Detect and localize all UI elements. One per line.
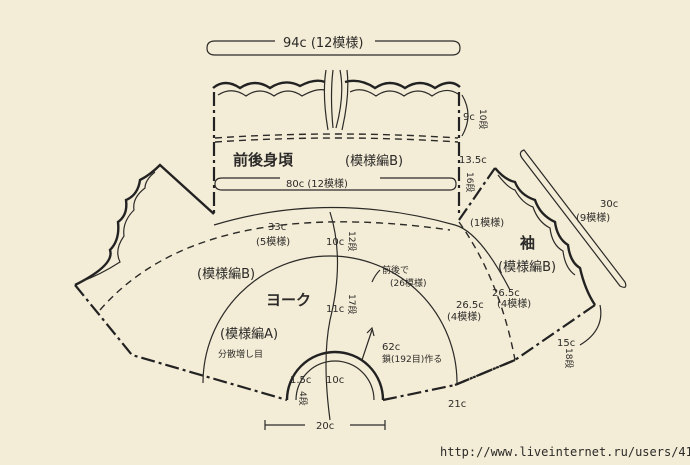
dimension-label: 16段 [464, 172, 476, 192]
yoke-piece: 33c (5模様) 10c 12段 (模様編B) ヨーク 11c 17段 (模様… [99, 206, 516, 432]
dimension-label: (5模様) [256, 235, 290, 248]
right-sleeve-piece: 30c (9模様) (1模様) 袖 (模様編B) 26.5c (4模様) 26.… [447, 149, 627, 387]
dimension-label: (9模様) [576, 211, 610, 224]
dimension-label: 9c [463, 112, 475, 123]
dimension-label: 袖 [520, 234, 535, 252]
dimension-label: 4段 [297, 391, 309, 406]
dimension-label: ヨーク [266, 291, 311, 309]
dimension-label: 前後身頃 [233, 151, 294, 169]
dimension-label: (1模様) [470, 216, 504, 229]
dimension-label: (26模様) [390, 277, 426, 289]
dimension-label: (模様編B) [197, 266, 255, 282]
dimension-label: 80c (12模様) [286, 177, 348, 190]
dimension-label: 1.5c [290, 375, 311, 386]
dimension-label: 15c [557, 338, 575, 349]
dimension-label: 30c [600, 199, 618, 210]
dimension-label: 18段 [563, 348, 575, 368]
dimension-label: 21c [448, 399, 466, 410]
dimension-label: 11c [326, 304, 344, 315]
dimension-label: 26.5c [456, 300, 484, 311]
dimension-label: 前後で [382, 264, 409, 276]
dimension-label: 分散増し目 [218, 348, 263, 360]
body-piece: 前後身頃 (模様編B) 80c (12模様) 9c 10段 13.5c 16段 [212, 69, 489, 215]
dimension-label: (模様編A) [220, 326, 278, 342]
dimension-label: (4模様) [447, 310, 481, 323]
dimension-label: 26.5c [492, 288, 520, 299]
dimension-label: 33c [268, 222, 286, 233]
dimension-label: (模様編B) [498, 259, 556, 275]
dimension-label: (模様編B) [345, 153, 403, 169]
watermark-url: http://www.liveinternet.ru/users/4107042… [440, 445, 690, 459]
dimension-label: 10段 [477, 109, 489, 129]
dimension-label: 10c [326, 375, 344, 386]
dimension-label: (4模様) [497, 297, 531, 310]
left-sleeve-piece [74, 163, 288, 402]
dimension-label: 62c [382, 342, 400, 353]
dimension-label: 94c (12模様) [283, 36, 364, 51]
dimension-label: 13.5c [459, 155, 487, 166]
dimension-label: 10c [326, 237, 344, 248]
dimension-label: 12段 [346, 231, 358, 251]
dimension-label: 20c [316, 421, 334, 432]
dimension-label: 17段 [346, 294, 358, 314]
top-width-dimension: 94c (12模様) [206, 36, 461, 56]
dimension-label: 鎖(192目)作る [382, 353, 442, 365]
